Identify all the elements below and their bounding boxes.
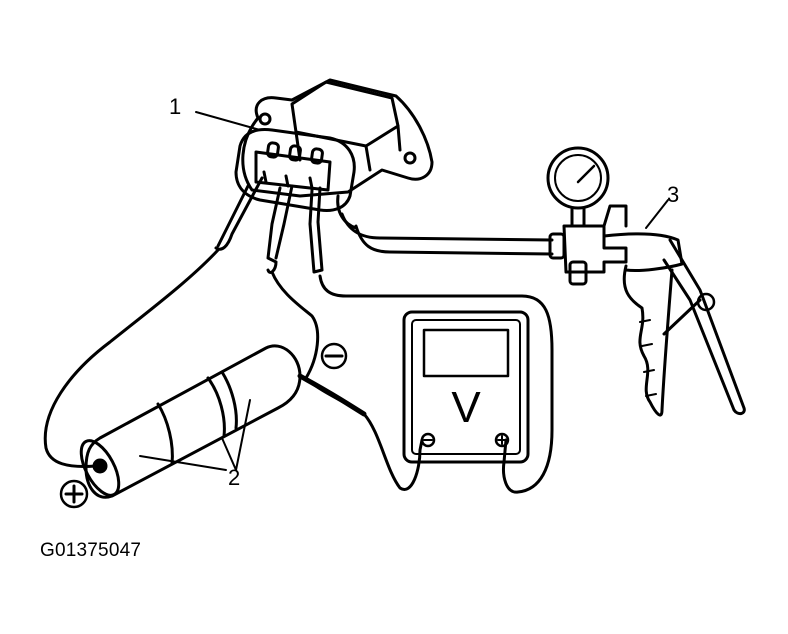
vacuum-pump: [546, 146, 746, 417]
connector-inner: [254, 150, 332, 192]
meter-jack-common: [420, 432, 436, 448]
voltmeter-display: [422, 328, 510, 378]
sensor-flange: [241, 78, 434, 198]
sensor-connector: [234, 128, 356, 212]
callout-number-sensor: 1: [169, 94, 182, 119]
mounting-hole-right: [403, 151, 417, 165]
plus-symbol: [59, 479, 89, 509]
minus-circle: [320, 342, 348, 370]
pump-grip: [622, 264, 674, 417]
lead-positive: [43, 248, 220, 468]
terminal-slot: [288, 144, 302, 162]
pump-lever: [662, 238, 746, 416]
probe-right: [308, 186, 324, 274]
mounting-hole-left: [258, 112, 272, 126]
probe-middle: [266, 184, 294, 274]
battery-terminal: [92, 458, 108, 474]
lever-link: [662, 298, 702, 336]
vacuum-hose: [340, 212, 554, 256]
minus-symbol: [320, 342, 348, 370]
gauge-needle: [576, 164, 596, 184]
battery-cell-separator: [220, 370, 238, 430]
battery-negative-lead: [297, 373, 367, 417]
terminal-slot: [266, 141, 280, 159]
callout-number-vacuum-pump: 3: [667, 182, 680, 207]
vacuum-gauge-inner: [554, 154, 602, 202]
battery-cell-body: [84, 344, 302, 499]
voltmeter: [402, 310, 530, 464]
meter-jack-positive: [494, 432, 510, 448]
battery-pack: [79, 344, 367, 499]
callout-1-leader: [195, 111, 261, 131]
grip-ridges: [639, 319, 657, 397]
gauge-stem: [570, 206, 586, 228]
voltmeter-inner-frame: [411, 319, 521, 455]
battery-end-cap: [79, 439, 121, 497]
vacuum-gauge: [546, 146, 610, 210]
terminal-pins: [262, 170, 314, 190]
pump-valve-block: [562, 224, 628, 274]
figure-identifier: G01375047: [40, 540, 142, 561]
callout-2-leader: [139, 399, 251, 471]
terminal-slot: [310, 147, 324, 165]
plus-circle: [59, 479, 89, 509]
callout-number-batteries: 2: [228, 465, 241, 490]
lead-meter-positive: [318, 274, 554, 494]
pump-trigger-stem: [602, 204, 628, 228]
probe-left: [214, 176, 264, 251]
pump-release-knob: [568, 260, 588, 286]
lead-negative: [270, 270, 424, 491]
pump-body: [602, 232, 684, 272]
battery-cell-separator: [156, 402, 174, 466]
callout-3-leader: [645, 199, 669, 229]
map-sensor: [234, 78, 434, 230]
battery-cell-separator: [206, 376, 226, 438]
voltmeter-body: [402, 310, 530, 464]
